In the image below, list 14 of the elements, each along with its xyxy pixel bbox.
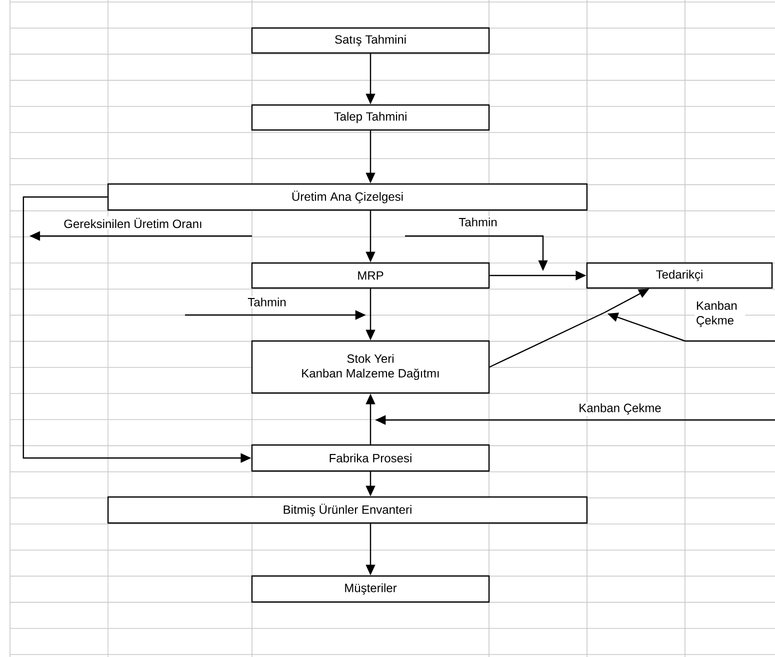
process-box: Üretim Ana Çizelgesi xyxy=(107,183,588,211)
edge-label: Tahmin xyxy=(457,216,499,228)
edge-label: Kanban Çekme xyxy=(694,300,746,328)
process-box: MRP xyxy=(251,262,490,289)
process-box: Stok Yeri Kanban Malzeme Dağıtmı xyxy=(251,340,490,394)
edge-label: Tahmin xyxy=(246,296,288,308)
process-box: Satış Tahmini xyxy=(251,27,490,54)
edge-label: Gereksinilen Üretim Oranı xyxy=(62,216,204,230)
process-box: Tedarikçi xyxy=(586,262,773,289)
process-box: Müşteriler xyxy=(251,575,490,603)
process-box: Fabrika Prosesi xyxy=(251,444,490,472)
process-box: Bitmiş Ürünler Envanteri xyxy=(107,496,588,524)
edge-label: Kanban Çekme xyxy=(577,402,663,416)
process-box: Talep Tahmini xyxy=(251,104,490,131)
